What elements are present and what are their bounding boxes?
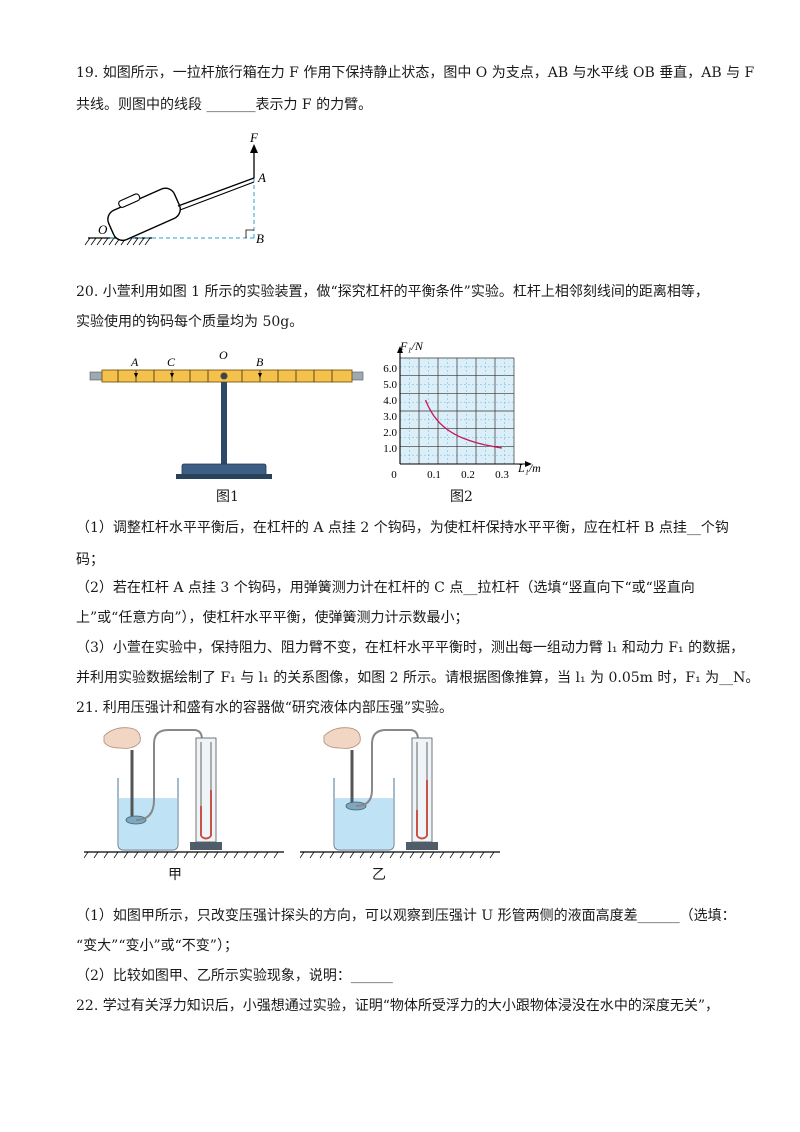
label-lever-O: O [219,348,228,362]
label-lever-B: B [256,355,264,369]
label-lever-A: A [130,355,139,369]
chart-x-tick-label: 0.2 [461,469,475,480]
q20-p1b: 码； [76,552,104,568]
q21-p1a: （1）如图甲所示，只改变压强计探头的方向，可以观察到压强计 U 形管两侧的液面高… [76,908,736,924]
chart-x-arrow [525,461,532,467]
chart-y-tick-label: 3.0 [383,411,397,423]
chart-x-tick-label: 0.3 [495,469,509,480]
chart-y-tick-label: 5.0 [383,379,397,391]
lever-figure: A C O B [89,348,364,479]
chart-y-tick-label: 1.0 [383,443,397,455]
q20-p2a: （2）若在杠杆 A 点挂 3 个钩码，用弹簧测力计在杠杆的 C 点__拉杠杆（选… [76,580,695,596]
fig-b-caption: 乙 [372,867,386,883]
q19-line1: 19. 如图所示，一拉杆旅行箱在力 F 作用下保持静止状态，图中 O 为支点，A… [76,65,755,81]
chart-x-tick-label: 0.1 [427,469,441,480]
pressure-gauge-figure-b [300,727,500,859]
chart-ylabel: F₁/N [399,339,424,353]
q20-p3b: 并利用实验数据绘制了 F₁ 与 l₁ 的关系图像，如图 2 所示。请根据图像推算… [76,670,760,686]
chart-y-tick-label: 4.0 [383,395,397,407]
chart-x-tick-label: 0 [391,469,397,480]
chart-y-tick-label: 6.0 [383,363,397,375]
q21-line1: 21. 利用压强计和盛有水的容器做“研究液体内部压强”实验。 [76,700,454,716]
q20-line1: 20. 小萱利用如图 1 所示的实验装置，做“探究杠杆的平衡条件”实验。杠杆上相… [76,284,709,300]
label-F: F [249,130,259,145]
suitcase-figure: F A O B [84,130,266,246]
fig1-caption: 图1 [216,489,239,505]
chart-series-line [424,399,503,449]
q20-line2: 实验使用的钩码每个质量均为 50g。 [76,314,304,330]
chart-xlabel: L₁/m [517,461,541,475]
q21-p1b: “变大”“变小”或“不变”）； [76,938,238,954]
chart-y-arrow [397,346,403,353]
q21-p2: （2）比较如图甲、乙所示实验现象，说明：______ [76,968,393,984]
q20-p2b: 上”或“任意方向”），使杠杆水平平衡，使弹簧测力计示数最小； [76,610,469,626]
label-A: A [257,170,266,185]
q22-line1: 22. 学过有关浮力知识后，小强想通过实验，证明“物体所受浮力的大小跟物体浸没在… [76,998,720,1014]
q20-p3a: （3）小萱在实验中，保持阻力、阻力臂不变，在杠杆水平平衡时，测出每一组动力臂 l… [76,640,745,656]
q19-line2: 共线。则图中的线段 _______表示力 F 的力臂。 [76,97,373,113]
label-O: O [98,222,108,237]
fig-a-caption: 甲 [168,867,182,883]
f1-l1-chart: 1.0 2.0 3.0 4.0 5.0 6.0 0 0.1 0.2 0.3 F₁/N L₁/m [383,339,541,480]
pressure-gauge-figure-a [84,727,284,859]
q20-p1a: （1）调整杠杆水平平衡后，在杠杆的 A 点挂 2 个钩码，为使杠杆保持水平平衡，… [76,520,729,536]
label-B: B [256,231,264,246]
label-lever-C: C [167,355,176,369]
fig2-caption: 图2 [450,489,473,505]
chart-y-tick-label: 2.0 [383,427,397,439]
